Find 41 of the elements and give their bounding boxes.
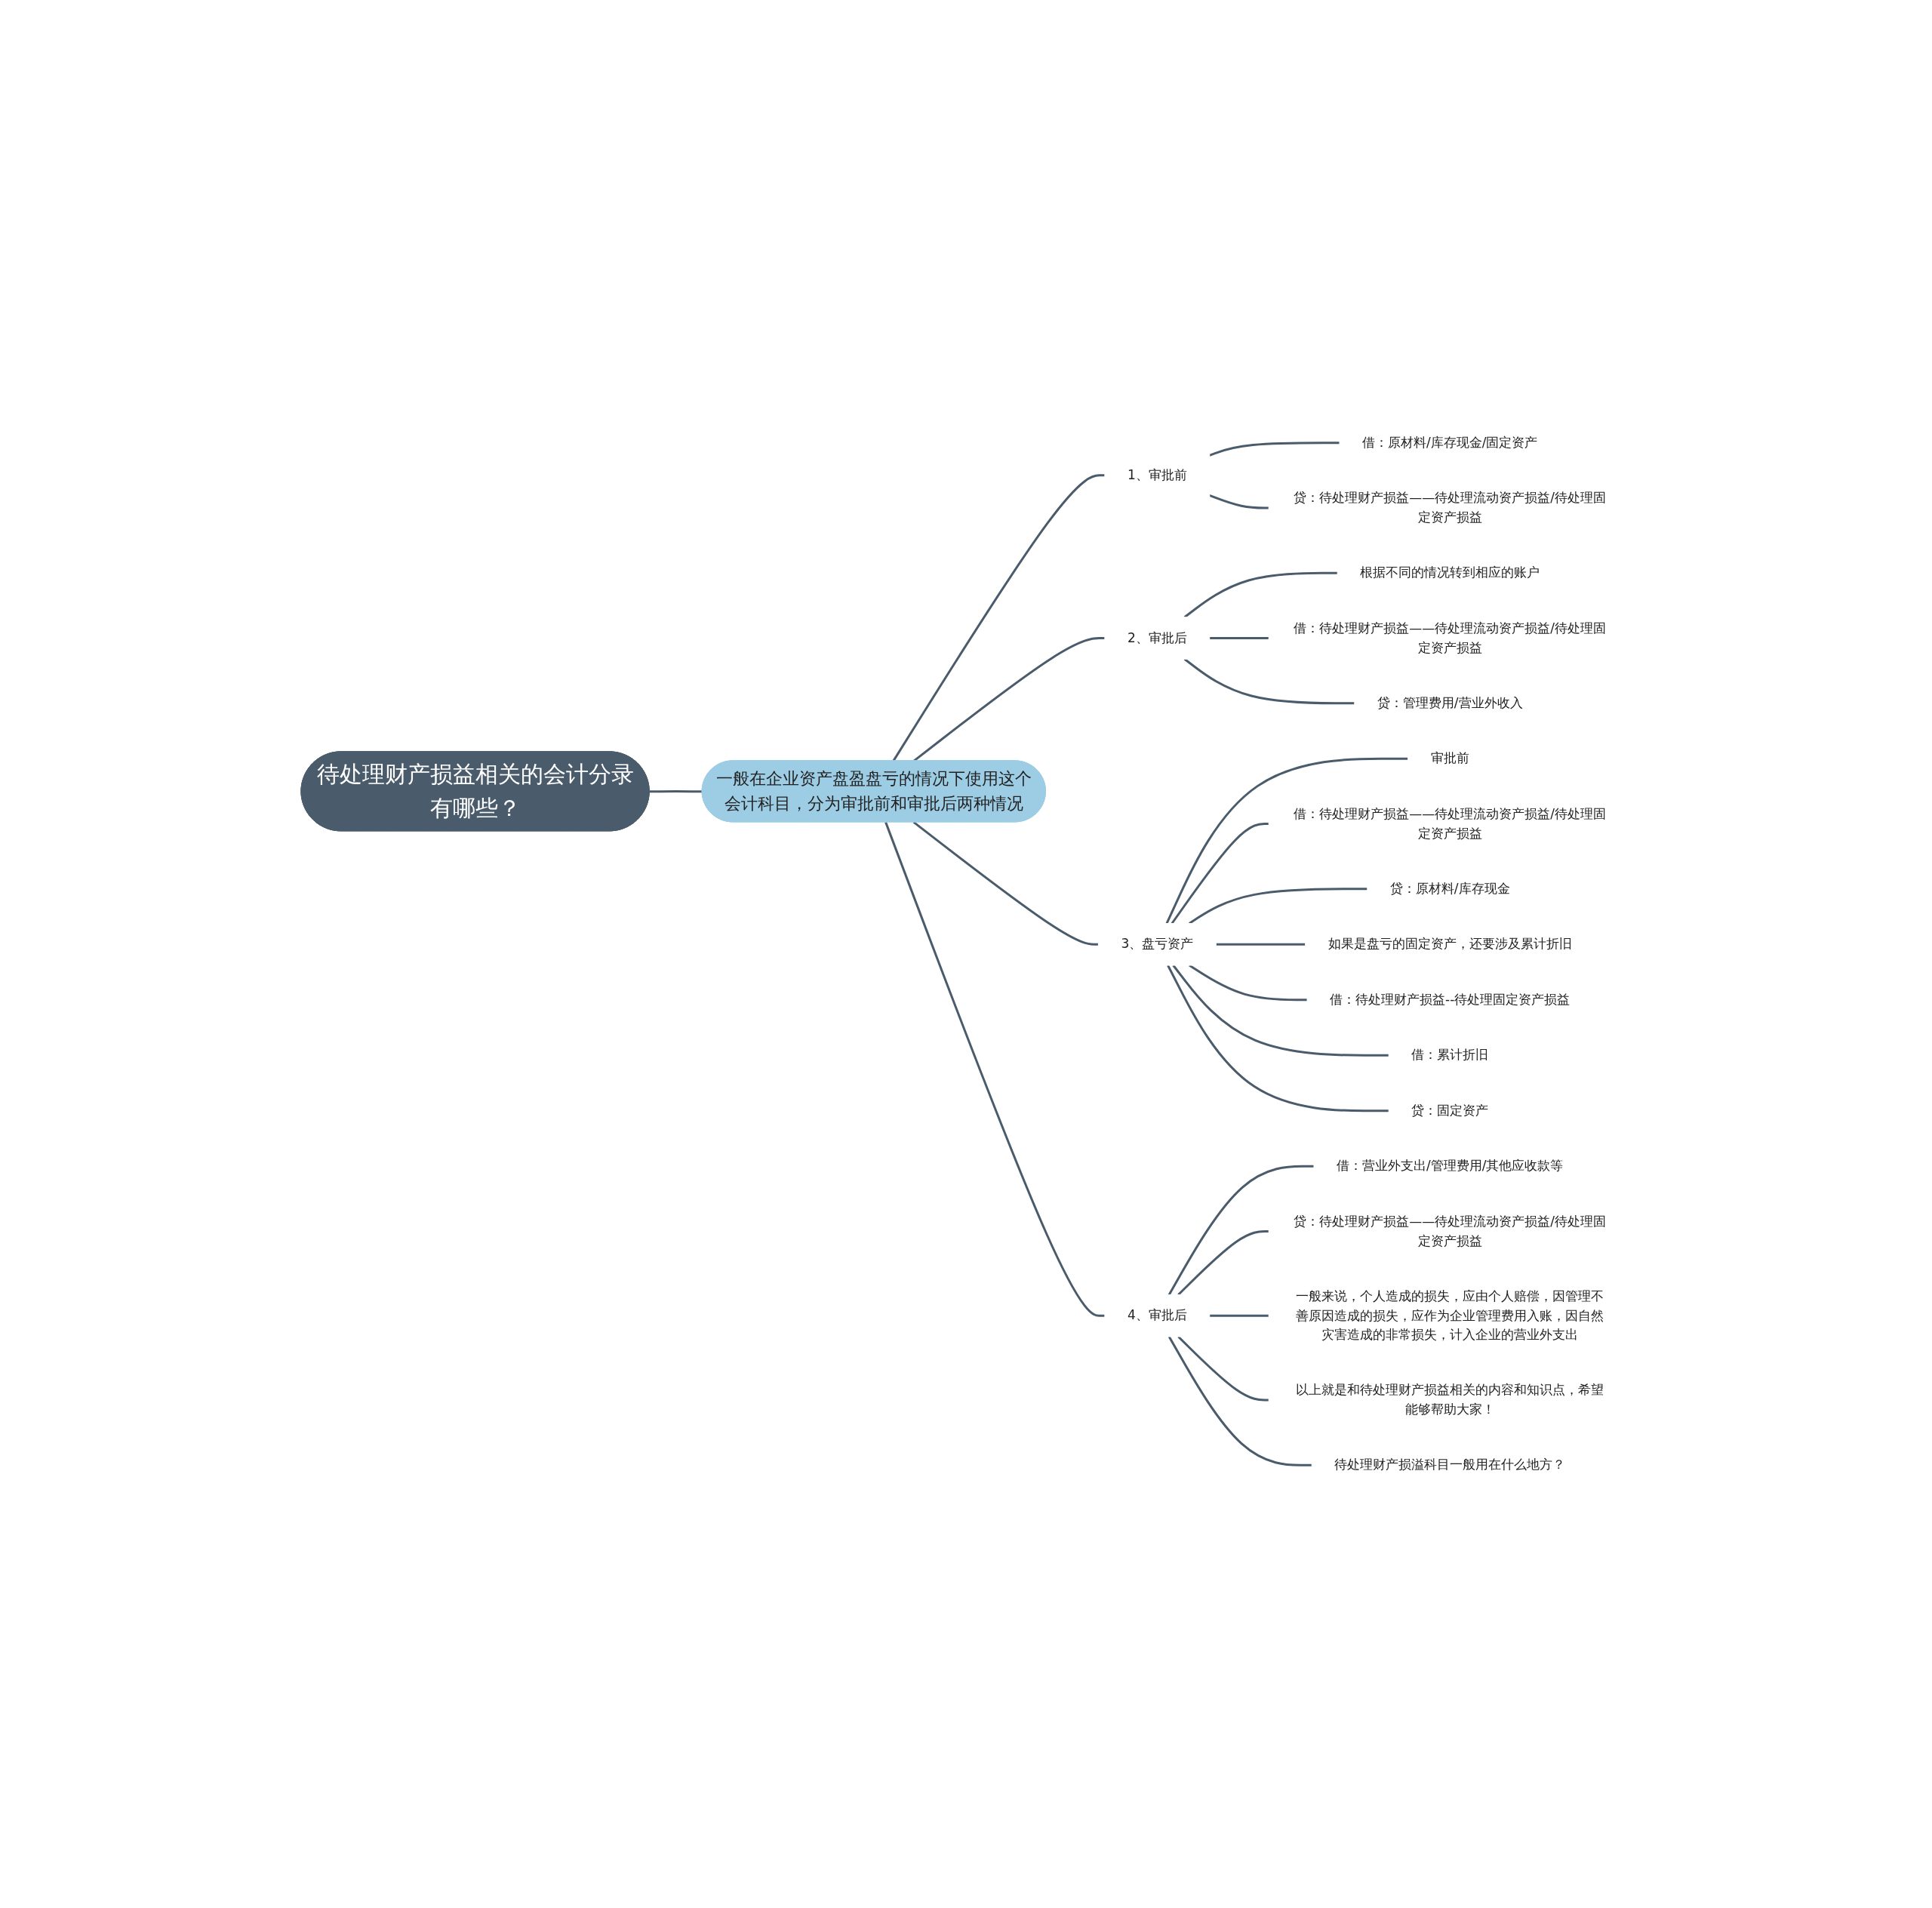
- node-text: 借：累计折旧: [1411, 1047, 1489, 1063]
- connector: [1168, 1165, 1314, 1296]
- node-text: 借：营业外支出/管理费用/其他应收款等: [1336, 1158, 1564, 1174]
- connector: [1189, 964, 1307, 1002]
- node-text: 贷：管理费用/营业外收入: [1377, 695, 1523, 710]
- connector: [1177, 1230, 1269, 1296]
- connector: [1167, 965, 1389, 1112]
- connector: [1172, 965, 1389, 1057]
- connector: [1189, 888, 1367, 925]
- connector: [1177, 1335, 1269, 1402]
- connector: [1165, 757, 1408, 925]
- node-text: 3、盘亏资产: [1121, 936, 1194, 952]
- node-text: 1、审批前: [1127, 467, 1187, 483]
- node-text: 贷：待处理财产损益——待处理流动资产损益/待处理固定资产损益: [1294, 490, 1606, 525]
- node-text: 审批前: [1430, 750, 1469, 766]
- connector: [884, 821, 1105, 1317]
- node-text: 借：待处理财产损益--待处理固定资产损益: [1329, 991, 1571, 1007]
- connector: [1183, 571, 1338, 618]
- connector: [1209, 442, 1340, 457]
- node-text: 一般来说，个人造成的损失，应由个人赔偿，因管理不善原因造成的损失，应作为企业管理费用入账，因自然灾害造成的非常损失，计入企业的营业外支出: [1296, 1288, 1604, 1342]
- node-text: 贷：待处理财产损益——待处理流动资产损益/待处理固定资产损益: [1294, 1213, 1606, 1248]
- connector: [1209, 494, 1269, 509]
- node-text: 2、审批后: [1127, 629, 1187, 645]
- node-text: 借：待处理财产损益——待处理流动资产损益/待处理固定资产损益: [1294, 805, 1606, 841]
- node-text: 贷：固定资产: [1411, 1102, 1489, 1118]
- connector: [912, 821, 1099, 946]
- node-text: 借：原材料/库存现金/固定资产: [1361, 435, 1538, 450]
- node-text: 4、审批后: [1127, 1307, 1187, 1323]
- connector: [1183, 658, 1355, 705]
- connector: [1216, 943, 1306, 946]
- connector: [1209, 637, 1269, 639]
- node-text: 如果是盘亏的固定资产，还要涉及累计折旧: [1327, 936, 1572, 952]
- node-text: 借：待处理财产损益——待处理流动资产损益/待处理固定资产损益: [1294, 620, 1606, 655]
- node-text: 贷：原材料/库存现金: [1389, 880, 1510, 896]
- connector: [649, 790, 703, 793]
- node-text: 根据不同的情况转到相应的账户: [1360, 565, 1540, 580]
- connector: [1168, 1336, 1312, 1466]
- connector: [1171, 823, 1269, 925]
- node-text: 以上就是和待处理财产损益相关的内容和知识点，希望能够帮助大家！: [1296, 1382, 1604, 1417]
- connector: [1209, 1314, 1269, 1317]
- node-text: 待处理财产损溢科目一般用在什么地方？: [1334, 1457, 1566, 1473]
